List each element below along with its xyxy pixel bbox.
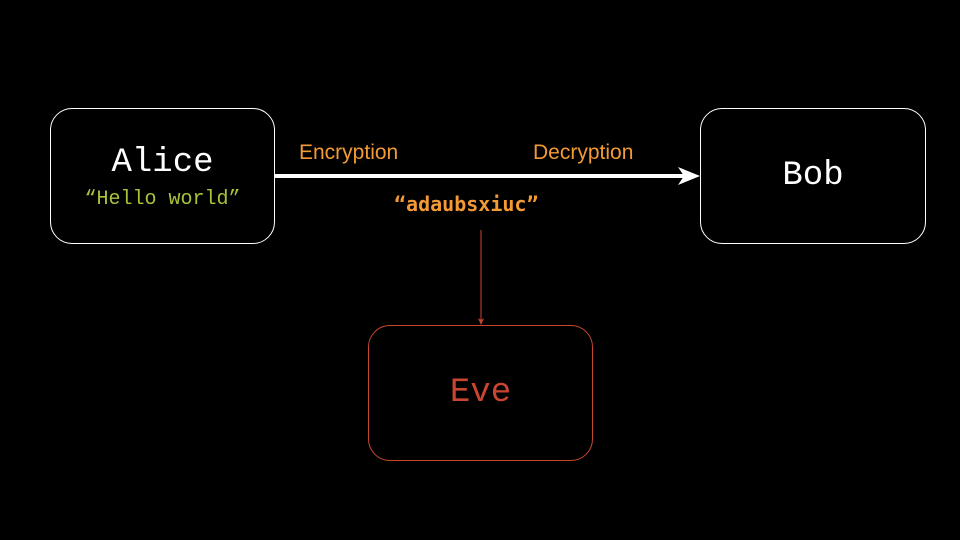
intercept-arrowhead [478, 318, 484, 325]
alice-node: Alice “Hello world” [50, 108, 275, 244]
alice-message: “Hello world” [84, 188, 241, 211]
decryption-label: Decryption [533, 141, 634, 164]
ciphertext-label: “adaubsxiuc” [394, 192, 539, 216]
bob-name: Bob [782, 157, 844, 195]
encryption-label: Encryption [299, 141, 399, 164]
alice-name: Alice [111, 144, 214, 182]
bob-node: Bob [700, 108, 926, 244]
channel-arrowhead [678, 167, 700, 185]
eve-name: Eve [449, 374, 512, 412]
eve-node: Eve [368, 325, 593, 461]
